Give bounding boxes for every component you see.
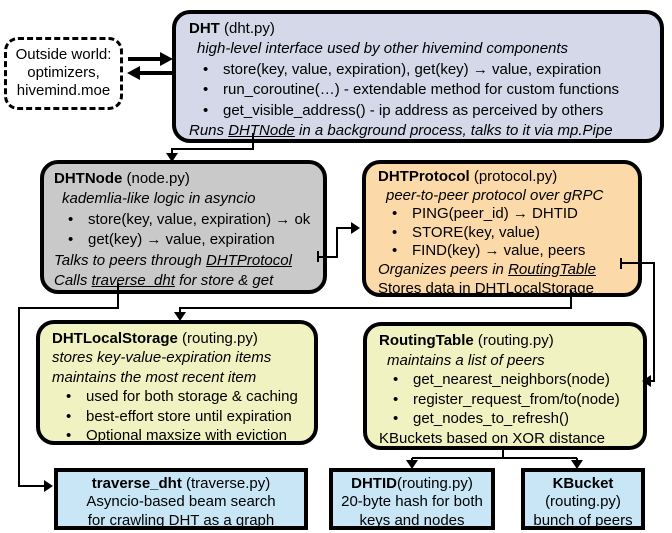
- kbucket-box: KBucket (routing.py) bunch of peers: [521, 468, 645, 530]
- traverse-dht-file: (traverse.py): [181, 475, 271, 492]
- routingtable-bullet: register_request_from/to(node): [379, 390, 637, 410]
- kbucket-title: KBucket: [525, 475, 641, 493]
- dht-box: DHT (dht.py) high-level interface used b…: [172, 10, 664, 143]
- dht-file: (dht.py): [219, 20, 275, 37]
- dhtid-line: keys and nodes: [359, 511, 465, 529]
- dht-bullet: run_coroutine(…) - extendable method for…: [189, 80, 652, 101]
- footer-post: for store & get: [174, 272, 274, 290]
- dhtprotocol-footer-routing: Organizes peers in RoutingTable: [378, 261, 632, 280]
- dhtnode-name: DHTNode: [54, 170, 123, 187]
- dhtlocalstorage-bullet: Optional maxsize with eviction: [52, 426, 308, 446]
- dhtnode-file: (node.py): [122, 170, 190, 187]
- arrow-routingtable-to-dhtid-kbucket-icon: [406, 449, 583, 469]
- dhtlocalstorage-subtitle: maintains the most recent item: [52, 368, 257, 386]
- dhtlocalstorage-file: (routing.py): [177, 330, 258, 347]
- dhtnode-subtitle: kademlia-like logic in asyncio: [62, 190, 256, 208]
- traverse-dht-line: for crawling DHT as a graph: [87, 511, 275, 529]
- dhtlocalstorage-bullet: used for both storage & caching: [52, 387, 308, 407]
- outside-world-box: Outside world: optimizers, hivemind.moe: [4, 37, 123, 110]
- outside-world-line: hivemind.moe: [16, 82, 111, 99]
- dhtprotocol-box: DHTProtocol (protocol.py) peer-to-peer p…: [362, 160, 642, 297]
- dht-bullet: store(key, value, expiration), get(key) …: [189, 60, 652, 81]
- dht-name: DHT: [189, 20, 220, 37]
- footer-link: RoutingTable: [508, 260, 596, 278]
- dht-title: DHT (dht.py): [189, 19, 652, 39]
- dhtlocalstorage-bullet: best-effort store until expiration: [52, 407, 308, 427]
- footer-pre: Organizes peers in: [378, 260, 509, 278]
- dhtnode-bullet: store(key, value, expiration) → ok: [54, 210, 317, 231]
- dhtlocalstorage-box: DHTLocalStorage (routing.py) stores key-…: [36, 320, 318, 446]
- routingtable-file: (routing.py): [473, 332, 554, 349]
- footer-link: traverse_dht: [91, 272, 175, 290]
- dhtnode-footer-traverse: Calls traverse_dht for store & get: [54, 271, 317, 291]
- kbucket-name: KBucket: [552, 475, 614, 492]
- dht-subtitle: high-level interface used by other hivem…: [197, 40, 569, 58]
- dhtprotocol-title: DHTProtocol (protocol.py): [378, 168, 632, 187]
- outside-world-line: Outside world:: [15, 46, 112, 63]
- dhtnode-title: DHTNode (node.py): [54, 169, 317, 189]
- routingtable-title: RoutingTable (routing.py): [379, 331, 637, 351]
- footer-link: DHTProtocol: [206, 251, 292, 269]
- dhtlocalstorage-name: DHTLocalStorage: [52, 330, 178, 347]
- dhtnode-footer-protocol: Talks to peers through DHTProtocol: [54, 251, 317, 271]
- dhtnode-box: DHTNode (node.py) kademlia-like logic in…: [40, 160, 327, 294]
- dht-bullet: get_visible_address() - ip address as pe…: [189, 101, 652, 122]
- dhtlocalstorage-title: DHTLocalStorage (routing.py): [52, 329, 308, 348]
- footer-pre: Stores data in DHT: [378, 279, 506, 297]
- dht-footer-link: DHTNode: [228, 122, 295, 140]
- dht-footer: Runs DHTNode in a background process, ta…: [189, 121, 652, 141]
- routingtable-footer: KBuckets based on XOR distance: [379, 429, 605, 447]
- arrow-dht-to-outside-icon: [127, 66, 172, 80]
- routingtable-subtitle: maintains a list of peers: [387, 351, 545, 369]
- footer-pre: Talks to peers through: [54, 251, 207, 269]
- dhtprotocol-bullet: PING(peer_id) → DHTID: [378, 205, 632, 224]
- routingtable-box: RoutingTable (routing.py) maintains a li…: [363, 322, 647, 450]
- traverse-dht-line: Asyncio-based beam search: [86, 493, 276, 511]
- dht-footer-pre: Runs: [189, 122, 229, 140]
- dhtid-box: DHTID(routing.py) 20-byte hash for both …: [329, 468, 495, 530]
- arrow-outside-to-dht-icon: [128, 52, 173, 66]
- traverse-dht-name: traverse_dht: [91, 475, 182, 492]
- dhtid-name: DHTID: [351, 475, 397, 492]
- dhtprotocol-bullet: STORE(key, value): [378, 224, 632, 243]
- traverse-dht-box: traverse_dht (traverse.py) Asyncio-based…: [54, 468, 308, 530]
- dht-footer-post: in a background process, talks to it via…: [294, 122, 613, 140]
- dhtid-file: (routing.py): [396, 475, 473, 492]
- outside-world-line: optimizers,: [27, 64, 100, 81]
- dhtprotocol-name: DHTProtocol: [378, 168, 470, 185]
- kbucket-file: (routing.py): [545, 493, 621, 511]
- routingtable-bullet: get_nodes_to_refresh(): [379, 409, 637, 429]
- footer-pre: Calls: [54, 272, 92, 290]
- dhtprotocol-subtitle: peer-to-peer protocol over gRPC: [386, 186, 604, 204]
- dhtnode-bullet: get(key) → value, expiration: [54, 230, 317, 251]
- dhtlocalstorage-subtitle: stores key-value-expiration items: [52, 349, 272, 367]
- kbucket-line: bunch of peers: [533, 511, 633, 529]
- dhtprotocol-file: (protocol.py): [469, 168, 558, 185]
- dhtid-title: DHTID(routing.py): [333, 475, 491, 493]
- dhtprotocol-footer-storage: Stores data in DHTLocalStorage: [378, 280, 632, 299]
- routingtable-bullet: get_nearest_neighbors(node): [379, 370, 637, 390]
- dhtid-line: 20-byte hash for both: [341, 493, 483, 511]
- routingtable-name: RoutingTable: [379, 332, 474, 349]
- dhtprotocol-bullet: FIND(key) → value, peers: [378, 242, 632, 261]
- footer-link: LocalStorage: [505, 279, 594, 297]
- traverse-dht-title: traverse_dht (traverse.py): [58, 475, 304, 493]
